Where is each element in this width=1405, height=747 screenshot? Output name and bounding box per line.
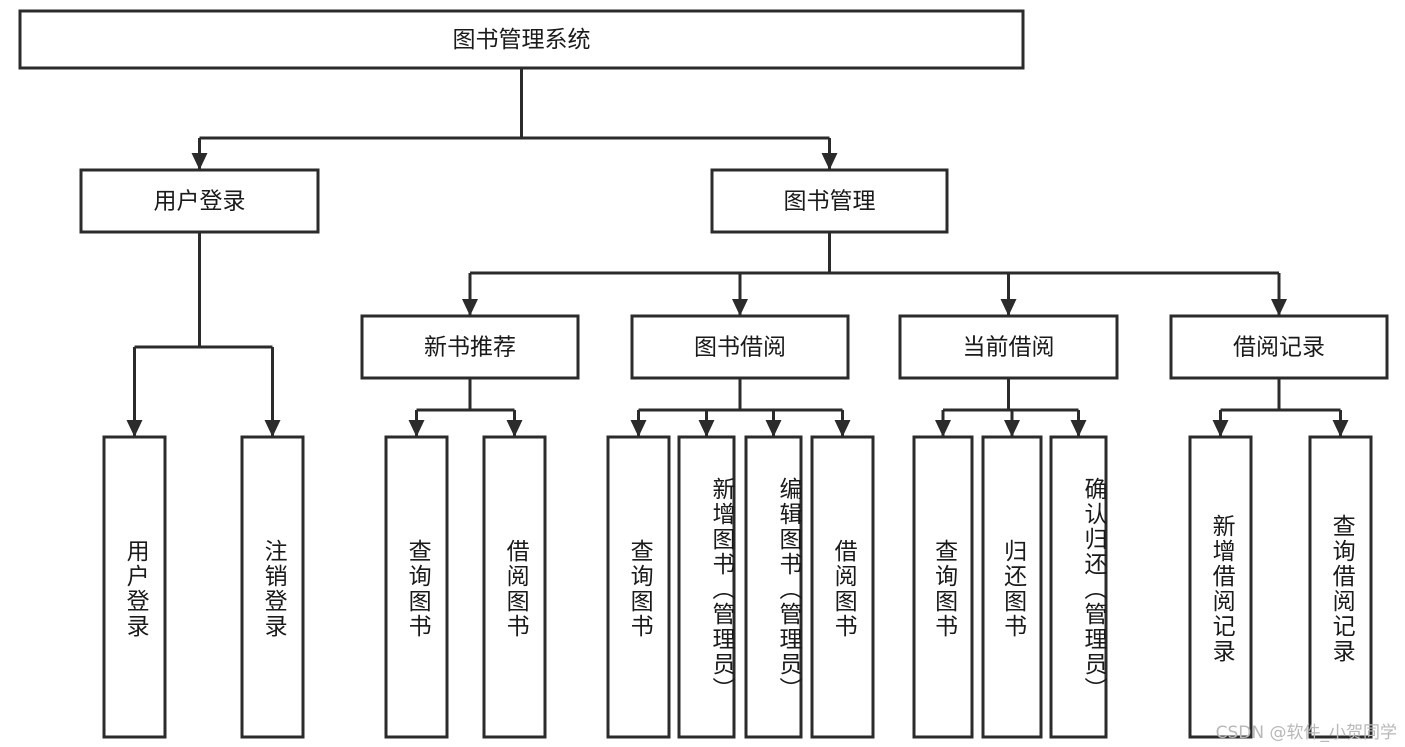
node-current-query-book[interactable] <box>912 435 974 739</box>
node-root[interactable] <box>18 9 1025 70</box>
node-box-user-logout[interactable] <box>240 435 305 739</box>
node-label-borrow-record: 借阅记录 <box>1233 335 1325 361</box>
arrowhead-borrow-edit-book <box>765 420 782 437</box>
node-box-borrow-edit-book[interactable] <box>744 435 803 739</box>
node-box-current-confirm-return[interactable] <box>1049 435 1108 739</box>
node-new-book-recommend[interactable] <box>360 314 580 380</box>
node-record-query[interactable] <box>1308 435 1373 739</box>
node-book-borrow[interactable] <box>630 314 850 380</box>
arrowhead-borrow-borrow-book <box>834 420 851 437</box>
node-box-book-manage[interactable] <box>710 168 949 234</box>
node-borrow-query-book[interactable] <box>606 435 671 739</box>
connectors-layer <box>126 68 1349 437</box>
arrowhead-recommend-borrow-book <box>506 420 523 437</box>
boxes-layer <box>18 9 1389 739</box>
node-box-record-add[interactable] <box>1188 435 1253 739</box>
node-box-borrow-borrow-book[interactable] <box>810 435 875 739</box>
node-label-root: 图书管理系统 <box>453 27 591 53</box>
arrowhead-borrow-record <box>1271 299 1287 316</box>
node-book-manage[interactable] <box>710 168 949 234</box>
arrowhead-record-add <box>1212 420 1229 437</box>
arrowhead-borrow-query-book <box>630 420 647 437</box>
arrowhead-user-logout <box>264 420 281 437</box>
arrowhead-book-manage <box>821 153 838 170</box>
node-box-book-borrow[interactable] <box>630 314 850 380</box>
node-user-login-do[interactable] <box>102 435 167 739</box>
node-box-record-query[interactable] <box>1308 435 1373 739</box>
node-box-recommend-borrow-book[interactable] <box>482 435 547 739</box>
node-recommend-query-book[interactable] <box>384 435 449 739</box>
node-borrow-borrow-book[interactable] <box>810 435 875 739</box>
node-record-add[interactable] <box>1188 435 1253 739</box>
node-borrow-edit-book[interactable] <box>744 435 803 739</box>
arrowhead-user-login <box>191 153 208 170</box>
arrowhead-user-login-do <box>126 420 143 437</box>
node-recommend-borrow-book[interactable] <box>482 435 547 739</box>
node-box-borrow-record[interactable] <box>1169 314 1389 380</box>
node-borrow-record[interactable] <box>1169 314 1389 380</box>
node-current-confirm-return[interactable] <box>1049 435 1108 739</box>
arrowhead-current-query-book <box>935 420 951 437</box>
arrowhead-borrow-add-book <box>698 420 715 437</box>
arrowhead-current-return-book <box>1004 420 1020 437</box>
arrowhead-record-query <box>1332 420 1349 437</box>
node-current-return-book[interactable] <box>981 435 1043 739</box>
node-user-logout[interactable] <box>240 435 305 739</box>
node-box-user-login-do[interactable] <box>102 435 167 739</box>
node-box-user-login[interactable] <box>79 168 320 234</box>
node-label-book-borrow: 图书借阅 <box>694 335 786 361</box>
node-box-borrow-query-book[interactable] <box>606 435 671 739</box>
node-box-borrow-add-book[interactable] <box>677 435 736 739</box>
node-box-current-query-book[interactable] <box>912 435 974 739</box>
watermark-credit: CSDN @软件_小贺同学 <box>1215 723 1397 743</box>
arrowhead-recommend-query-book <box>408 420 425 437</box>
node-label-new-book-recommend: 新书推荐 <box>424 335 516 361</box>
node-user-login[interactable] <box>79 168 320 234</box>
node-label-current-borrow: 当前借阅 <box>963 335 1055 361</box>
node-borrow-add-book[interactable] <box>677 435 736 739</box>
arrowhead-current-borrow <box>1000 299 1017 316</box>
arrowhead-book-borrow <box>732 299 748 316</box>
node-box-new-book-recommend[interactable] <box>360 314 580 380</box>
node-label-user-login: 用户登录 <box>154 189 246 215</box>
node-box-recommend-query-book[interactable] <box>384 435 449 739</box>
node-current-borrow[interactable] <box>898 314 1119 380</box>
arrowhead-current-confirm-return <box>1070 420 1087 437</box>
node-box-root[interactable] <box>18 9 1025 70</box>
node-box-current-return-book[interactable] <box>981 435 1043 739</box>
node-label-book-manage: 图书管理 <box>784 189 876 215</box>
node-box-current-borrow[interactable] <box>898 314 1119 380</box>
arrowhead-new-book-recommend <box>462 299 478 316</box>
